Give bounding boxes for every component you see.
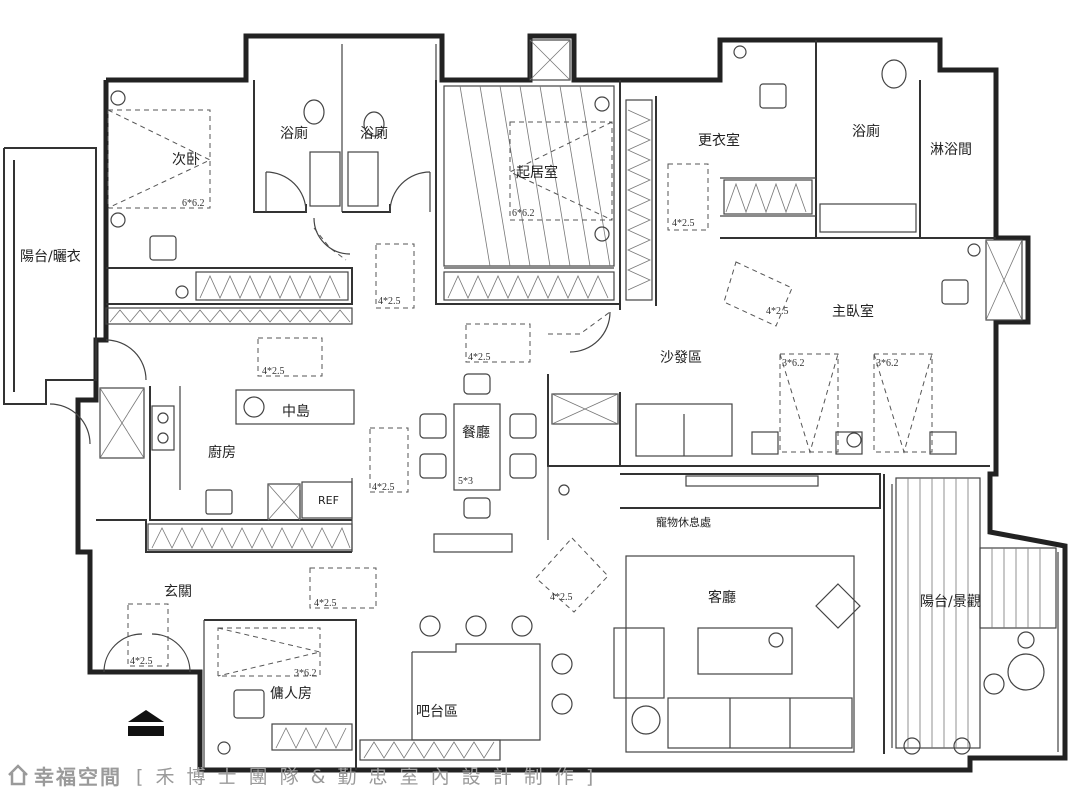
label-kitchen: 廚房 <box>208 444 236 461</box>
label-bath-mid: 浴廁 <box>360 125 388 142</box>
label-master-bath: 浴廁 <box>852 123 880 140</box>
dim-second-bedroom: 6*6.2 <box>182 198 205 209</box>
entry-arrow-icon <box>128 710 164 736</box>
cabinet-hatching <box>99 39 1023 761</box>
label-living-room-upper: 起居室 <box>516 164 558 181</box>
dim-bed-right: 3*6.2 <box>876 358 899 369</box>
room-labels: 次卧 浴廁 浴廁 起居室 更衣室 浴廁 淋浴間 陽台/曬衣 主臥室 沙發區 中島… <box>20 123 981 720</box>
dim-corridor-light: 4*2.5 <box>378 296 401 307</box>
watermark-credit: [ 禾 博 士 團 隊 & 勤 忠 室 內 設 計 制 作 ] <box>136 765 597 788</box>
label-pet-area: 寵物休息處 <box>656 515 711 529</box>
ceiling-markings <box>107 109 933 677</box>
label-master-bedroom: 主臥室 <box>832 303 874 320</box>
label-dining: 餐廳 <box>462 424 490 441</box>
dim-bed-left: 3*6.2 <box>782 358 805 369</box>
label-ref: REF <box>318 494 339 507</box>
dim-dining-table: 5*3 <box>458 476 473 487</box>
label-second-bedroom: 次卧 <box>172 152 200 168</box>
dim-center-light: 4*2.5 <box>372 482 395 493</box>
door-swings <box>49 171 611 673</box>
furniture <box>110 45 1045 755</box>
label-balcony-laundry: 陽台/曬衣 <box>20 249 81 265</box>
dim-kitchen-light: 4*2.5 <box>262 366 285 377</box>
label-living-room: 客廳 <box>708 589 736 606</box>
dim-bar-light: 4*2.5 <box>314 598 337 609</box>
dim-maid-room: 3*6.2 <box>294 668 317 679</box>
label-shower: 淋浴間 <box>930 142 972 158</box>
label-walk-in-closet: 更衣室 <box>698 132 740 149</box>
dimension-labels: 6*6.2 6*6.2 4*2.5 4*2.5 4*2.5 4*2.5 4*2.… <box>130 198 899 679</box>
exterior-walls <box>3 33 1068 773</box>
dim-master-light: 4*2.5 <box>766 306 789 317</box>
watermark-brand: 幸福空間 <box>34 764 122 789</box>
house-logo-icon <box>8 764 28 786</box>
label-bar-area: 吧台區 <box>416 704 458 720</box>
label-island: 中島 <box>282 404 310 420</box>
label-bath-left: 浴廁 <box>280 125 308 142</box>
interior-walls <box>96 40 1059 770</box>
dim-dining-light: 4*2.5 <box>468 352 491 363</box>
watermark: 幸福空間 [ 禾 博 士 團 隊 & 勤 忠 室 內 設 計 制 作 ] <box>6 760 596 790</box>
label-sofa-area: 沙發區 <box>660 350 702 366</box>
dim-living-room-upper: 6*6.2 <box>512 208 535 219</box>
dim-living-light: 4*2.5 <box>550 592 573 603</box>
dim-closet-light: 4*2.5 <box>672 218 695 229</box>
dim-foyer-light: 4*2.5 <box>130 656 153 667</box>
wood-floor <box>443 85 1057 749</box>
label-balcony-view: 陽台/景觀 <box>920 594 981 610</box>
label-foyer: 玄關 <box>164 583 192 600</box>
label-maid-room: 傭人房 <box>270 686 312 702</box>
